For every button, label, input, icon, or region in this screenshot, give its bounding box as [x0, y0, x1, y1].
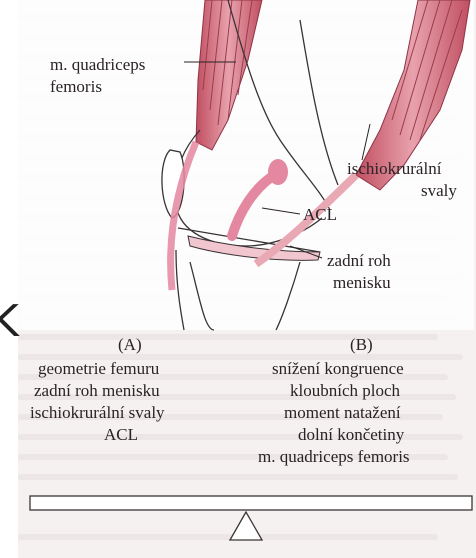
panel-a-line-4: ACL — [104, 424, 138, 445]
balance-beam-icon — [30, 496, 472, 510]
fulcrum-triangle-icon — [230, 512, 262, 540]
panel-a-line-2: zadní roh menisku — [34, 380, 160, 401]
panel-a-tag: (A) — [118, 334, 142, 355]
label-quadriceps-line1: m. quadriceps — [50, 54, 145, 75]
panel-a-line-3: ischiokrurální svaly — [30, 402, 165, 423]
label-acl: ACL — [303, 204, 337, 225]
acl-attachment — [268, 159, 288, 185]
label-meniscus-line1: zadní roh — [327, 250, 391, 271]
panel-b-tag: (B) — [350, 334, 373, 355]
edge-letter-k: K — [0, 300, 19, 344]
panel-b-line-3: moment natažení — [284, 402, 401, 423]
label-ischio-line1: ischiokrurální — [347, 158, 441, 179]
label-meniscus-line2: menisku — [333, 272, 391, 293]
label-quadriceps-line2: femoris — [50, 76, 102, 97]
label-ischio-line2: svaly — [421, 180, 457, 201]
panel-b-line-4: dolní končetiny — [298, 424, 404, 445]
panel-b-line-2: kloubních ploch — [290, 380, 400, 401]
panel-b-line-5: m. quadriceps femoris — [258, 446, 410, 467]
panel-a-line-1: geometrie femuru — [38, 358, 159, 379]
panel-b-line-1: snížení kongruence — [272, 358, 404, 379]
